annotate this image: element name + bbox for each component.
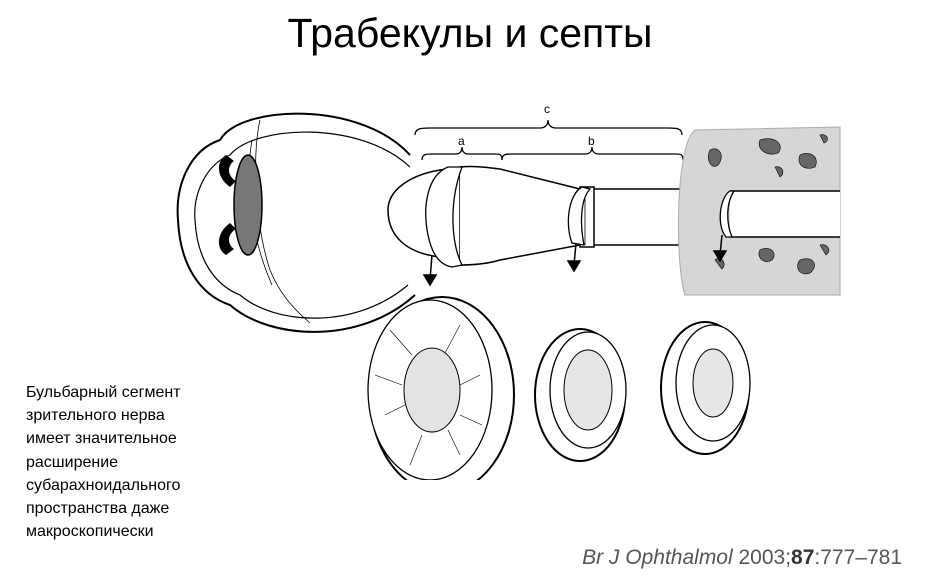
citation-volume: 87 [791, 546, 815, 569]
cross-section-3 [660, 321, 751, 455]
label-b: b [588, 134, 595, 148]
lens [233, 154, 263, 256]
cross-section-1 [367, 296, 515, 480]
intracranial-region [677, 126, 841, 296]
iris-lower [218, 223, 236, 255]
arrows [422, 234, 728, 287]
caption-line: имеет значительное [26, 430, 177, 448]
caption-line: субарахноидального [26, 476, 181, 494]
label-c: c [544, 102, 550, 116]
brackets [414, 119, 684, 161]
cross-section-2 [534, 328, 627, 462]
citation-journal: Br J Ophthalmol [582, 546, 733, 569]
page-title: Трабекулы и септы [287, 10, 653, 56]
label-a: a [458, 134, 465, 148]
caption-text: Бульбарный сегмент зрительного нерва име… [26, 381, 256, 543]
caption-line: Бульбарный сегмент [26, 384, 181, 401]
citation: Br J Ophthalmol 2003;87:777–781 [582, 546, 902, 570]
iris-upper [218, 155, 236, 187]
caption-line: расширение [26, 453, 119, 471]
cut-sections [425, 166, 736, 268]
citation-pages: :777–781 [814, 546, 902, 569]
optic-nerve-diagram: c a b [176, 102, 841, 480]
caption-line: зрительного нерва [26, 407, 165, 425]
eyeball [176, 112, 416, 333]
citation-year: 2003; [732, 546, 792, 569]
caption-line: макроскопически [26, 523, 154, 541]
caption-line: пространства даже [26, 500, 170, 518]
